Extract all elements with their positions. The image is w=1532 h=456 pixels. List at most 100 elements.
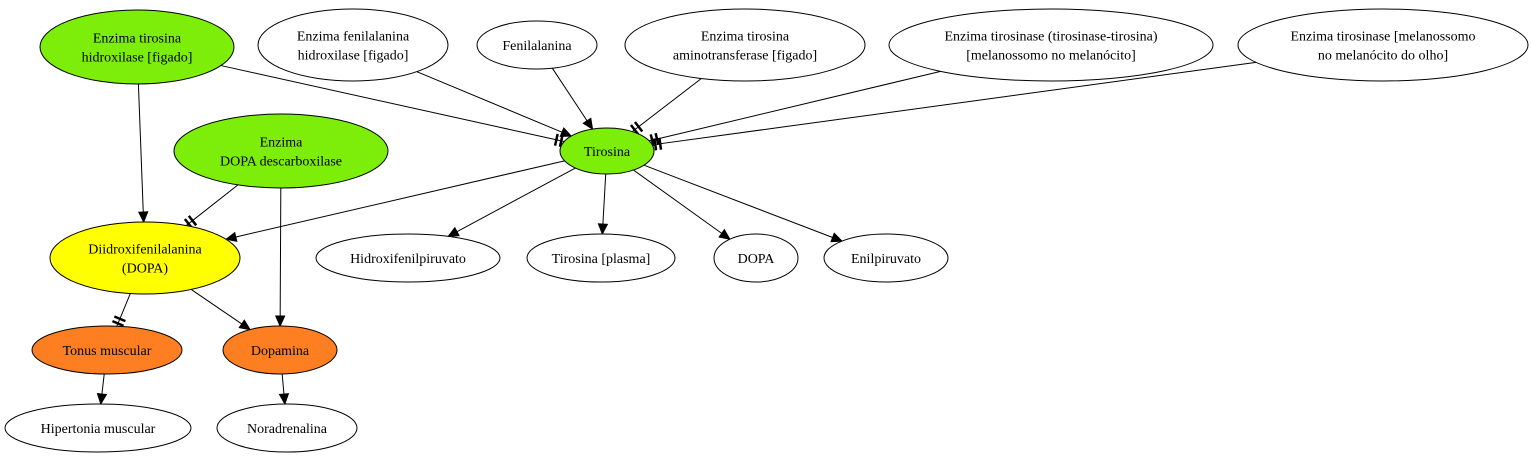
arrowhead xyxy=(447,226,460,237)
node-ellipse xyxy=(476,20,598,70)
edge-dopa_main-to-tonus_muscular xyxy=(111,293,131,327)
node-label: Tirosina xyxy=(584,145,631,160)
tee-bar xyxy=(111,319,124,327)
node-label: Enzima tirosinase [melanossomo xyxy=(1290,30,1475,45)
node-tirosina[interactable]: Tirosina xyxy=(559,127,655,175)
node-ellipse xyxy=(4,403,192,453)
edge-tirosina-to-dopa_main xyxy=(224,160,565,242)
node-enzima-fenilalanina-hidroxilase[interactable]: Enzima fenilalanina hidroxilase [figado] xyxy=(257,8,449,82)
node-enilpiruvato[interactable]: Enilpiruvato xyxy=(823,233,949,283)
node-ellipse xyxy=(222,325,338,375)
node-label: Enzima tirosina xyxy=(93,32,182,47)
node-dopamina[interactable]: Dopamina xyxy=(222,325,338,375)
node-ellipse xyxy=(888,8,1214,82)
node-label: Hipertonia muscular xyxy=(41,422,156,437)
tee-bar xyxy=(113,315,126,323)
node-ellipse xyxy=(39,9,235,85)
edge-tirosina-to-enilpiruvato xyxy=(643,164,844,243)
node-enzima-tirosina-hidroxilase[interactable]: Enzima tirosina hidroxilase [figado] xyxy=(39,9,235,85)
node-label: aminotransferase [figado] xyxy=(673,49,817,64)
node-label: Diidroxifenilalanina xyxy=(88,243,202,258)
tee-bar xyxy=(653,138,658,151)
edge-enzima_fenilalanina_hidroxilase-to-tirosina xyxy=(416,71,573,137)
node-hidroxifenilpiruvato[interactable]: Hidroxifenilpiruvato xyxy=(315,233,501,283)
node-label: hidroxilase [figado] xyxy=(298,49,409,64)
node-label: Tonus muscular xyxy=(63,344,152,359)
node-label: [melanossomo no melanócito] xyxy=(966,49,1136,64)
node-dopa[interactable]: DOPA xyxy=(713,233,799,283)
node-label: Fenilalanina xyxy=(502,39,572,54)
edge-dopa_main-to-dopamina xyxy=(190,289,252,331)
node-label: Dopamina xyxy=(251,344,310,359)
edge-tirosina-to-tirosina_plasma xyxy=(597,173,609,236)
node-ellipse xyxy=(49,221,241,295)
arrowhead xyxy=(224,231,238,242)
node-ellipse xyxy=(559,127,655,175)
arrowhead xyxy=(137,211,149,224)
node-tonus-muscular[interactable]: Tonus muscular xyxy=(31,325,183,375)
arrowhead xyxy=(96,392,108,406)
node-ellipse xyxy=(624,8,866,82)
edge-tirosina-to-dopa xyxy=(633,169,731,240)
node-enzima-tirosinase-olho[interactable]: Enzima tirosinase [melanossomo no melanóc… xyxy=(1237,8,1529,82)
arrowhead xyxy=(597,223,609,236)
edge-tirosina-to-hidroxifenilpiruvato xyxy=(447,167,576,237)
node-label: Enzima fenilalanina xyxy=(297,30,410,45)
tee-bar xyxy=(558,134,564,148)
edge-enzima_tirosina_aminotransferase-to-tirosina xyxy=(629,78,702,136)
arrowhead xyxy=(274,315,286,328)
edge-enzima_dopa_descarboxilase-to-dopamina xyxy=(274,187,286,328)
node-label: (DOPA) xyxy=(122,262,168,277)
arrowhead xyxy=(718,228,731,240)
node-label: no melanócito do olho] xyxy=(1318,49,1448,64)
arrowhead xyxy=(238,319,252,331)
node-enzima-tirosina-aminotransferase[interactable]: Enzima tirosina aminotransferase [figado] xyxy=(624,8,866,82)
node-label: DOPA descarboxilase xyxy=(220,155,342,170)
edge-enzima_tirosina_hidroxilase-to-tirosina xyxy=(220,65,565,148)
tee-bar xyxy=(649,134,655,147)
node-ellipse xyxy=(31,325,183,375)
node-ellipse xyxy=(257,8,449,82)
node-ellipse xyxy=(173,113,389,189)
edge-enzima_tirosinase_tt-to-tirosina xyxy=(649,70,941,147)
node-enzima-tirosinase-tt[interactable]: Enzima tirosinase (tirosinase-tirosina) [… xyxy=(888,8,1214,82)
node-label: DOPA xyxy=(738,252,776,267)
tee-bar xyxy=(633,121,644,133)
node-fenilalanina[interactable]: Fenilalanina xyxy=(476,20,598,70)
node-tirosina-plasma[interactable]: Tirosina [plasma] xyxy=(526,233,676,283)
edge-enzima_tirosina_hidroxilase-to-dopa_main xyxy=(137,83,149,224)
arrowhead xyxy=(559,127,573,137)
tee-bar xyxy=(553,133,559,146)
node-ellipse xyxy=(1237,8,1529,82)
node-ellipse xyxy=(216,403,358,453)
node-label: Enzima tirosina xyxy=(701,30,790,45)
node-noradrenalina[interactable]: Noradrenalina xyxy=(216,403,358,453)
node-label: Noradrenalina xyxy=(247,422,328,437)
node-label: Enzima xyxy=(260,136,304,151)
edge-enzima_tirosinase_olho-to-tirosina xyxy=(652,61,1257,151)
node-ellipse xyxy=(713,233,799,283)
arrowhead xyxy=(830,232,844,243)
edge-tonus_muscular-to-hipertonia_muscular xyxy=(96,373,108,406)
node-label: Enilpiruvato xyxy=(851,252,921,267)
arrowhead xyxy=(278,393,290,406)
edges-layer xyxy=(96,61,1257,406)
tee-bar xyxy=(187,215,198,227)
edge-dopamina-to-noradrenalina xyxy=(278,373,290,406)
node-ellipse xyxy=(526,233,676,283)
node-ellipse xyxy=(823,233,949,283)
edge-fenilalanina-to-tirosina xyxy=(551,67,594,131)
node-hipertonia-muscular[interactable]: Hipertonia muscular xyxy=(4,403,192,453)
node-label: Tirosina [plasma] xyxy=(552,252,651,267)
edge-enzima_dopa_descarboxilase-to-dopa_main xyxy=(183,184,239,230)
node-label: Enzima tirosinase (tirosinase-tirosina) xyxy=(944,30,1157,45)
node-dopa-main[interactable]: Diidroxifenilalanina (DOPA) xyxy=(49,221,241,295)
tee-bar xyxy=(658,137,663,150)
arrowhead xyxy=(582,117,594,131)
tee-bar xyxy=(654,132,660,146)
node-label: hidroxilase [figado] xyxy=(82,51,193,66)
node-ellipse xyxy=(315,233,501,283)
